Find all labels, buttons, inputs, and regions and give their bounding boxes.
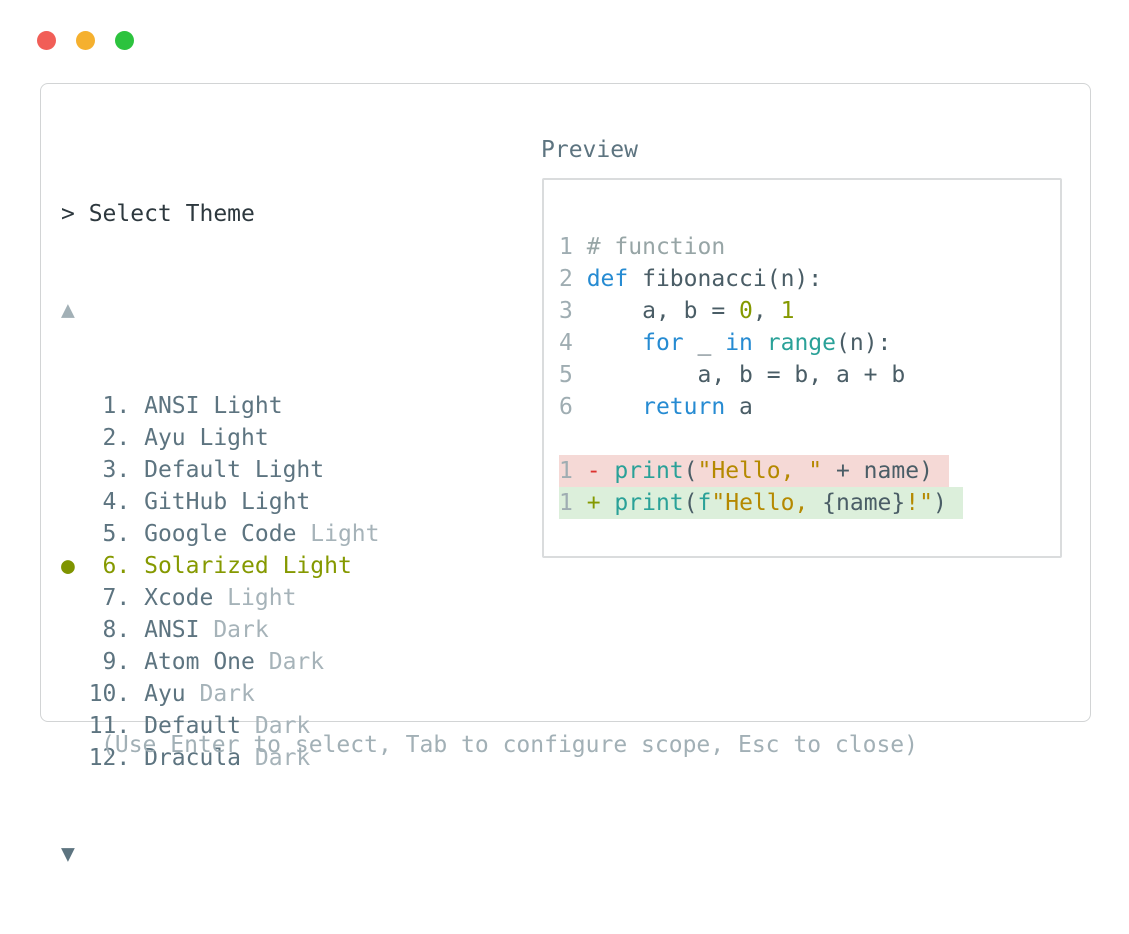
scroll-down-icon: ▼ <box>61 841 75 867</box>
code-line: 4 for _ in range(n): <box>559 330 892 356</box>
theme-list-item-ayu[interactable]: 10. Ayu Dark <box>88 681 255 707</box>
theme-list-item-github-light[interactable]: 4. GitHub Light <box>88 489 311 515</box>
theme-list-item-ayu-light[interactable]: 2. Ayu Light <box>88 425 269 451</box>
code-line: 2 def fibonacci(n): <box>559 266 823 292</box>
preview-label: Preview <box>541 137 638 163</box>
theme-picker-panel: > Select Theme ▲ 1. ANSI Light 2. Ayu Li… <box>40 83 1091 867</box>
diff-line-removed: 1 - print("Hello, " + name) <box>559 455 963 487</box>
page-title: > Select Theme <box>61 201 255 227</box>
window-traffic-lights <box>37 31 134 50</box>
theme-list-item-atom-one[interactable]: 9. Atom One Dark <box>88 649 325 675</box>
scroll-up-icon: ▲ <box>61 297 75 323</box>
code-line: 6 return a <box>559 394 753 420</box>
code-preview: 1 # function 2 def fibonacci(n): 3 a, b = … <box>559 231 963 519</box>
theme-list-item-ansi-light[interactable]: 1. ANSI Light <box>88 393 283 419</box>
close-button-icon[interactable] <box>37 31 56 50</box>
theme-list-item-google-code[interactable]: 5. Google Code Light <box>88 521 380 547</box>
theme-list-item-solarized-light[interactable]: ● 6. Solarized Light <box>61 553 352 579</box>
keyboard-hints: (Use Enter to select, Tab to configure s… <box>101 732 918 758</box>
code-line: 3 a, b = 0, 1 <box>559 298 795 324</box>
zoom-button-icon[interactable] <box>115 31 134 50</box>
preview-pane: 1 # function 2 def fibonacci(n): 3 a, b = … <box>542 178 1062 558</box>
minimize-button-icon[interactable] <box>76 31 95 50</box>
code-line: 1 # function <box>559 234 726 260</box>
diff-line-added: 1 + print(f"Hello, {name}!") <box>559 487 963 519</box>
theme-list: 1. ANSI Light 2. Ayu Light 3. Default Li… <box>61 390 380 774</box>
theme-list-column: > Select Theme ▲ 1. ANSI Light 2. Ayu Li… <box>61 134 380 934</box>
code-line: 5 a, b = b, a + b <box>559 362 906 388</box>
theme-list-item-xcode[interactable]: 7. Xcode Light <box>88 585 297 611</box>
theme-list-item-ansi[interactable]: 8. ANSI Dark <box>88 617 269 643</box>
theme-list-item-default[interactable]: 11. Default Dark <box>88 713 311 739</box>
blank-line <box>559 423 963 455</box>
theme-list-item-default-light[interactable]: 3. Default Light <box>88 457 325 483</box>
